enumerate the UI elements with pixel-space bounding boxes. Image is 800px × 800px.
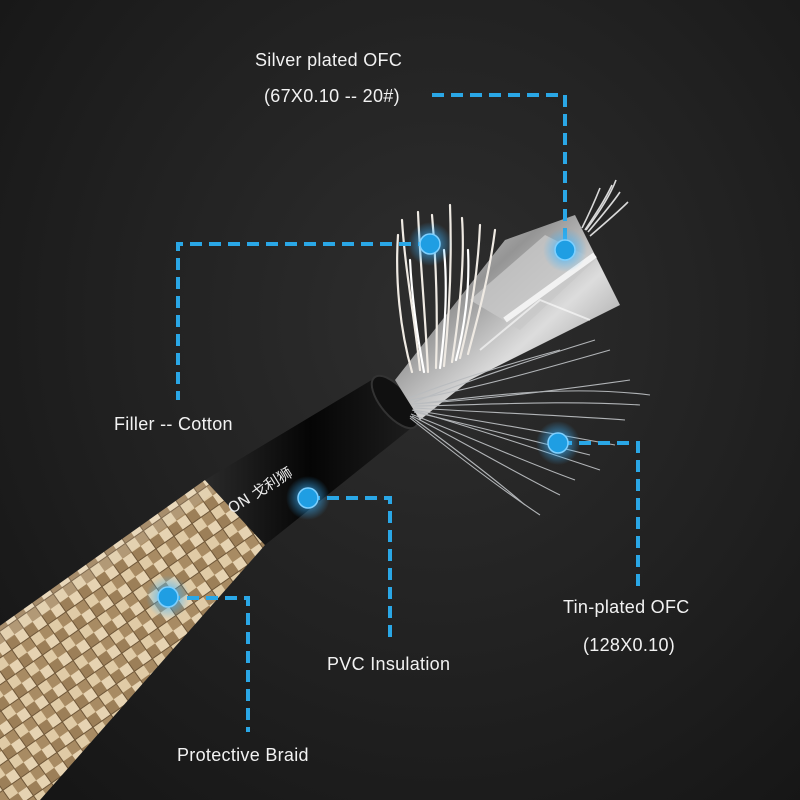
label-silver-title: Silver plated OFC <box>255 50 403 70</box>
pvc-insulation-jacket: ON 戈利狮 <box>205 374 420 545</box>
label-tin-spec: (128X0.10) <box>583 635 676 655</box>
protective-braid <box>0 480 265 800</box>
leader-silver <box>432 93 567 248</box>
leader-tin <box>560 441 640 590</box>
label-tin-title: Tin-plated OFC <box>563 597 690 617</box>
marker-dots <box>146 222 587 619</box>
marker-silver <box>554 239 576 261</box>
label-braid: Protective Braid <box>177 745 309 765</box>
leader-filler <box>176 242 430 400</box>
cotton-filler <box>396 203 497 374</box>
leader-pvc <box>308 496 392 640</box>
marker-braid <box>157 586 179 608</box>
label-silver-spec: (67X0.10 -- 20#) <box>264 86 400 106</box>
marker-pvc <box>297 487 319 509</box>
leader-braid <box>168 596 250 732</box>
tin-plated-strands <box>408 339 651 516</box>
label-filler: Filler -- Cotton <box>114 414 233 434</box>
marker-tin <box>547 432 569 454</box>
label-pvc: PVC Insulation <box>327 654 451 674</box>
leader-lines <box>168 93 640 732</box>
marker-filler <box>419 233 441 255</box>
silver-ofc-core <box>581 179 629 237</box>
